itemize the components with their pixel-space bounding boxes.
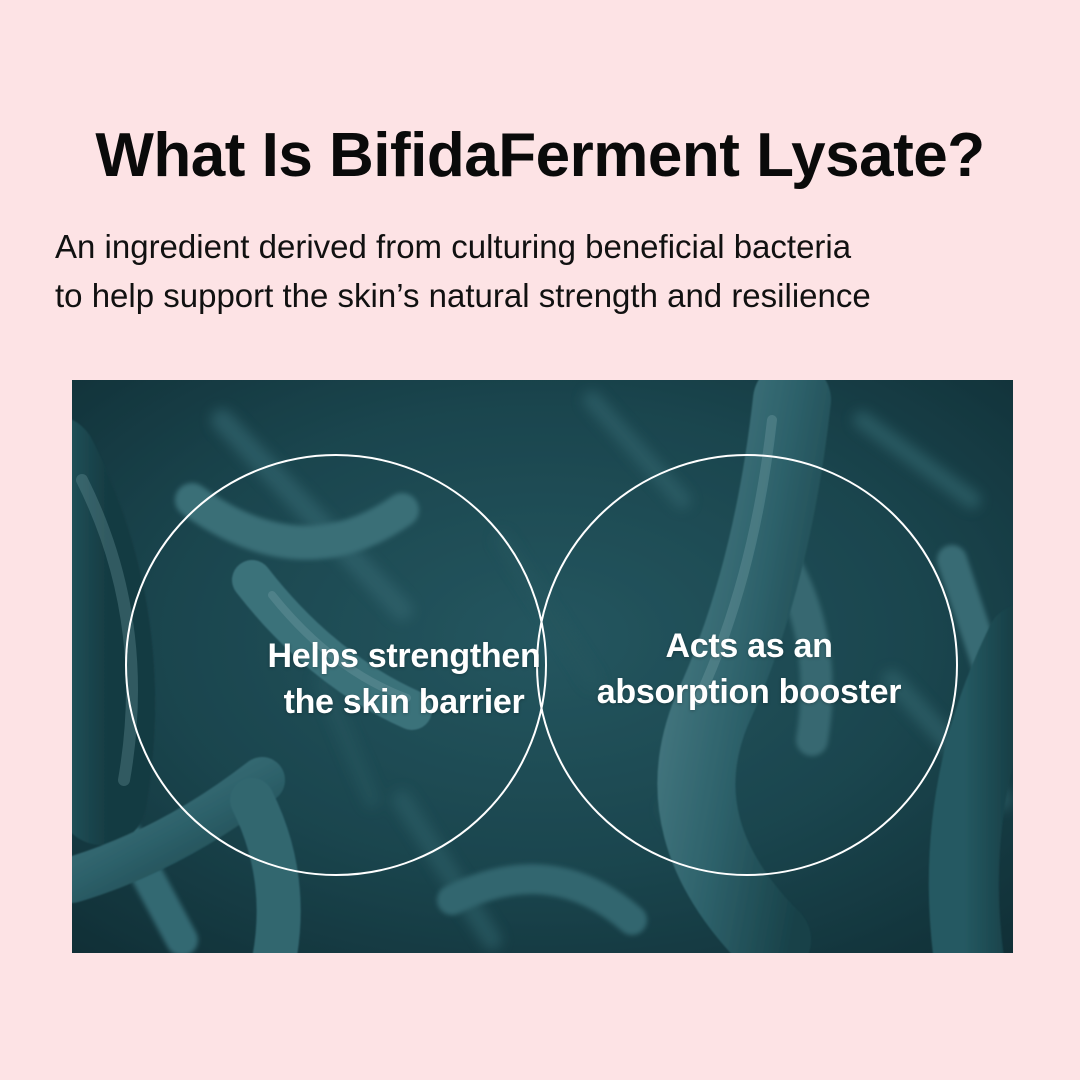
bacteria-photo: Helps strengthen the skin barrier Acts a… bbox=[72, 380, 1013, 953]
benefit-label-line: the skin barrier bbox=[283, 683, 525, 721]
benefit-label-absorption: Acts as an absorption booster bbox=[559, 623, 939, 715]
benefit-label-line: absorption booster bbox=[596, 673, 902, 711]
bacteria-illustration bbox=[72, 380, 1013, 953]
description-line-1: An ingredient derived from culturing ben… bbox=[55, 228, 852, 265]
page-title: What Is BifidaFerment Lysate? bbox=[95, 121, 985, 190]
benefit-label-line: Helps strengthen bbox=[267, 637, 541, 675]
benefit-circle-right bbox=[536, 454, 958, 876]
page-description: An ingredient derived from culturing ben… bbox=[55, 222, 1055, 320]
benefit-circle-left bbox=[125, 454, 547, 876]
benefit-label-line: Acts as an bbox=[665, 627, 833, 665]
benefit-label-barrier: Helps strengthen the skin barrier bbox=[214, 633, 594, 725]
description-line-2: to help support the skin’s natural stren… bbox=[55, 277, 871, 314]
